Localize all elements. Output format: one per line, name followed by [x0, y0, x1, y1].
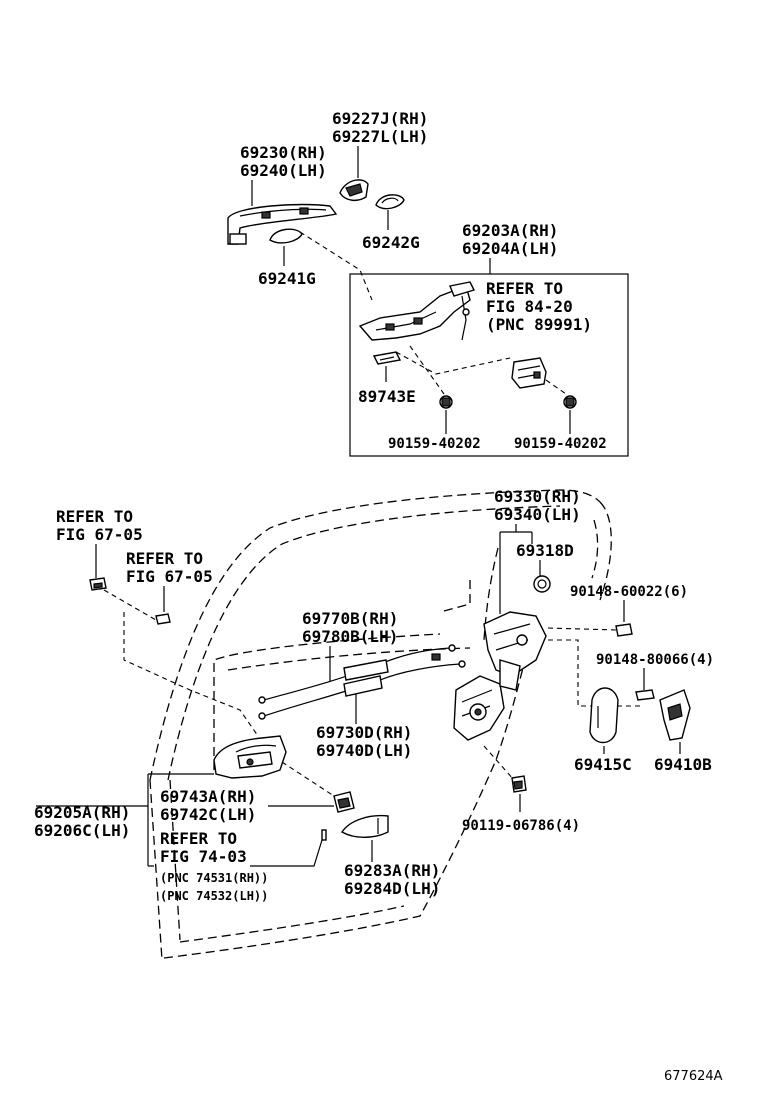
- small-cap-fig74: [321, 829, 327, 841]
- label-pnc-74531-rh: (PNC 74531(RH)): [160, 871, 268, 885]
- frame-box-69203: [349, 273, 629, 457]
- dashed-fig67-clips: [103, 589, 157, 621]
- refer-84-line3: (PNC 89991): [486, 315, 592, 334]
- label-69204A-lh: 69204A(LH): [462, 239, 558, 258]
- label-69241G: 69241G: [258, 269, 316, 288]
- screw-fig67-right: [155, 613, 171, 625]
- dashed-lock-to-bolt: [545, 379, 567, 395]
- clip-89743E: [372, 351, 402, 365]
- handle-cover-69283A: [341, 814, 389, 838]
- dashed-frame-to-bolt: [409, 345, 445, 395]
- label-69780B-lh: 69780B(LH): [302, 627, 398, 646]
- door-lock-assembly-69330: [453, 611, 547, 741]
- label-69242G: 69242G: [362, 233, 420, 252]
- bolt-90159-right: [563, 395, 577, 409]
- dashed-lock-to-bolt-90119: [483, 745, 515, 781]
- door-outline: [149, 489, 612, 961]
- refer-84-line1: REFER TO: [486, 279, 563, 298]
- leader-fig74: [250, 839, 323, 867]
- label-69283A-rh: 69283A(RH): [344, 861, 440, 880]
- dashed-handle-to-bezel: [281, 761, 335, 797]
- refer-74-line1: REFER TO: [160, 829, 237, 848]
- screw-90148-60022: [615, 623, 633, 637]
- label-69740D-lh: 69740D(LH): [316, 741, 412, 760]
- label-69340-lh: 69340(LH): [494, 505, 581, 524]
- bolt-90119: [511, 775, 527, 793]
- label-69330-rh: 69330(RH): [494, 487, 581, 506]
- label-69742C-lh: 69742C(LH): [160, 805, 256, 824]
- bracket-69205A: [36, 773, 214, 867]
- label-69230-rh: 69230(RH): [240, 143, 327, 162]
- outside-handle-69230: [227, 203, 338, 245]
- door-cables-69770B: [258, 644, 466, 720]
- label-90148-80066: 90148-80066(4): [596, 652, 714, 668]
- label-pnc-74532-lh: (PNC 74532(LH)): [160, 889, 268, 903]
- bezel-69743A: [333, 791, 355, 813]
- label-90119-06786: 90119-06786(4): [462, 818, 580, 834]
- label-89743E: 89743E: [358, 387, 416, 406]
- label-69770B-rh: 69770B(RH): [302, 609, 398, 628]
- refer-67b-line1: REFER TO: [126, 549, 203, 568]
- label-69318D: 69318D: [516, 541, 574, 560]
- label-69227J-rh: 69227J(RH): [332, 109, 428, 128]
- refer-74-line2: FIG 74-03: [160, 847, 247, 866]
- label-69284D-lh: 69284D(LH): [344, 879, 440, 898]
- refer-67a-line1: REFER TO: [56, 507, 133, 526]
- label-69205A-rh: 69205A(RH): [34, 803, 130, 822]
- gasket-69241G: [269, 228, 303, 244]
- lock-cylinder-block: [511, 357, 547, 389]
- label-90148-60022: 90148-60022(6): [570, 584, 688, 600]
- label-69415C: 69415C: [574, 755, 632, 774]
- clip-fig67-left: [89, 577, 107, 591]
- screw-90148-80066: [635, 689, 655, 701]
- dashed-lock-to-screw: [547, 627, 617, 631]
- dashed-handle-to-frame: [299, 231, 373, 301]
- cover-69415C: [589, 687, 619, 744]
- handle-cap-69227: [339, 179, 369, 202]
- label-69206C-lh: 69206C(LH): [34, 821, 130, 840]
- leader-69330: [499, 524, 533, 614]
- label-69240-lh: 69240(LH): [240, 161, 327, 180]
- dashed-fig67-to-handle: [123, 612, 259, 737]
- striker-69410B: [659, 689, 691, 741]
- refer-84-line2: FIG 84-20: [486, 297, 573, 316]
- inside-handle-69205A: [213, 735, 287, 779]
- label-69730D-rh: 69730D(RH): [316, 723, 412, 742]
- grommet-69318D: [533, 575, 551, 593]
- label-69227L-lh: 69227L(LH): [332, 127, 428, 146]
- handle-pad-69242G: [375, 194, 405, 210]
- label-bolt-90159-left: 90159-40202: [388, 436, 481, 452]
- dashed-frame-to-lock: [395, 351, 511, 375]
- refer-67b-line2: FIG 67-05: [126, 567, 213, 586]
- label-bolt-90159-right: 90159-40202: [514, 436, 607, 452]
- label-69203A-rh: 69203A(RH): [462, 221, 558, 240]
- label-69410B: 69410B: [654, 755, 712, 774]
- label-69743A-rh: 69743A(RH): [160, 787, 256, 806]
- handle-frame-assembly: [358, 281, 475, 341]
- refer-67a-line2: FIG 67-05: [56, 525, 143, 544]
- bolt-90159-left: [439, 395, 453, 409]
- figure-id: 677624A: [664, 1069, 723, 1084]
